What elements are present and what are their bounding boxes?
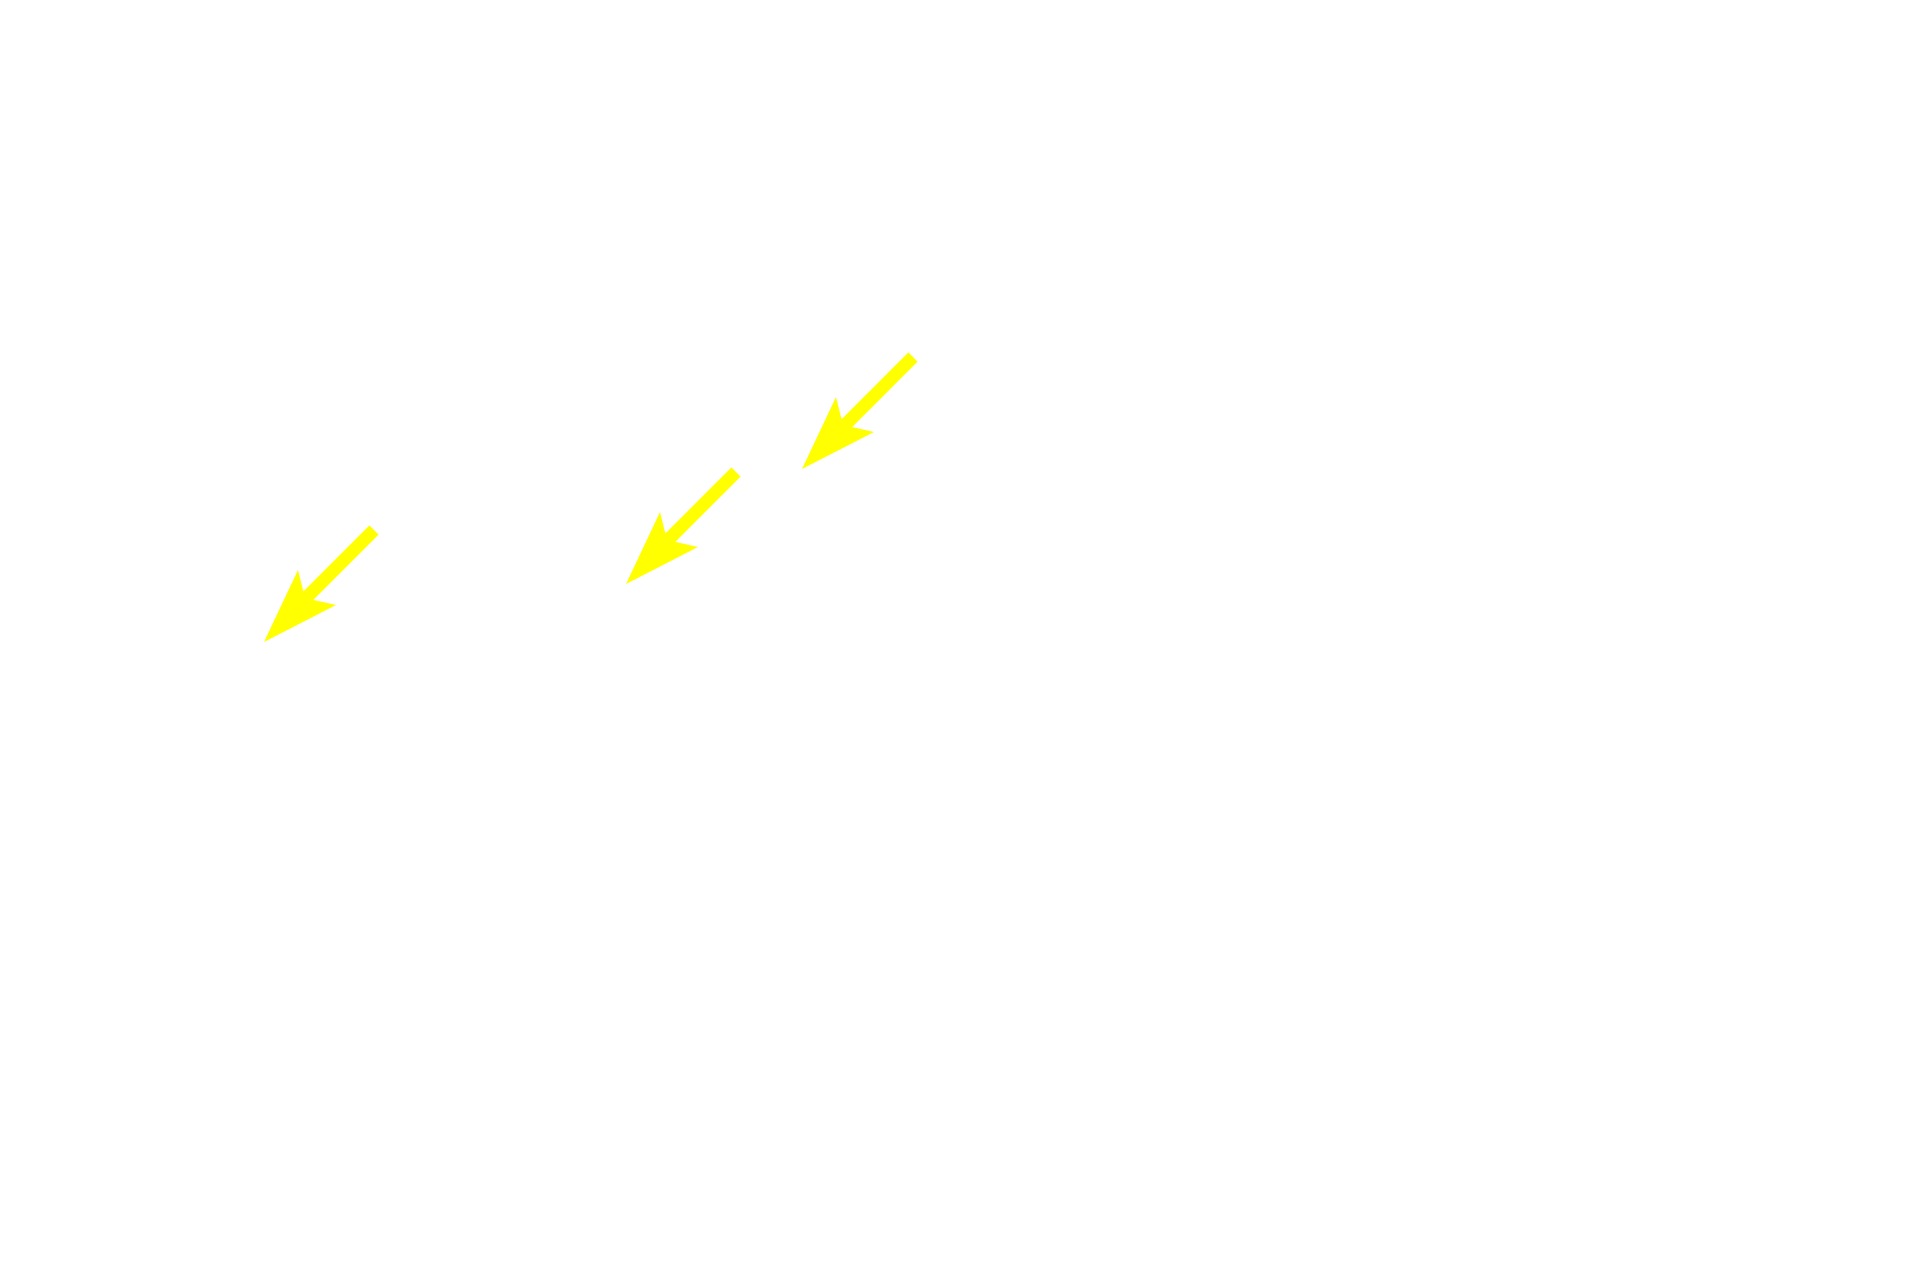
arrow-1-shaft [837, 352, 918, 433]
arrow-1-icon [802, 352, 918, 469]
arrow-2-icon [626, 467, 741, 584]
arrow-3-shaft [298, 525, 379, 606]
arrow-2-shaft [660, 467, 741, 548]
arrow-2-head [626, 512, 698, 584]
arrow-3-icon [264, 525, 379, 642]
arrow-1-head [802, 397, 874, 469]
arrow-3-head [264, 570, 336, 642]
